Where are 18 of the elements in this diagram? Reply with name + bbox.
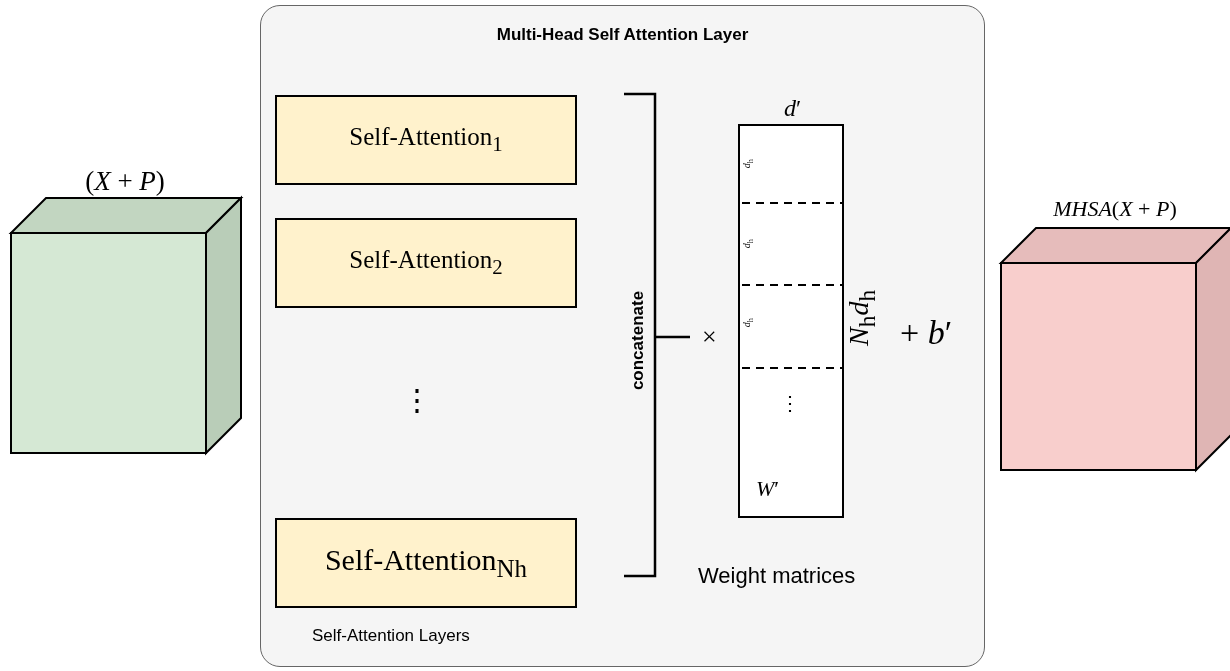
cube-heading: MHSA(X + P) — [1052, 198, 1178, 220]
ellipsis: ⋮ — [402, 385, 432, 415]
bracket-label: concatenate — [628, 290, 646, 390]
attention-label: Self-Attention$_{1}$ — [349, 123, 503, 157]
panel-title: Multi-Head Self Attention Layer — [495, 26, 750, 43]
width-label: d′ — [784, 96, 802, 120]
matrix-name: W′ — [756, 478, 780, 500]
attention-box — [275, 218, 577, 308]
multiply-sign: × — [702, 324, 717, 350]
layer-panel — [260, 5, 985, 667]
bias-term: + b′ — [900, 316, 953, 350]
cube-heading: (X + P) — [84, 168, 166, 195]
attention-box — [275, 95, 577, 185]
caption: Self-Attention Layers — [312, 627, 470, 644]
attention-label: Self-Attention$_{2}$ — [349, 246, 503, 280]
attention-box — [275, 518, 577, 608]
ellipsis: ⋮ — [780, 393, 800, 413]
caption: Weight matrices — [698, 565, 856, 587]
